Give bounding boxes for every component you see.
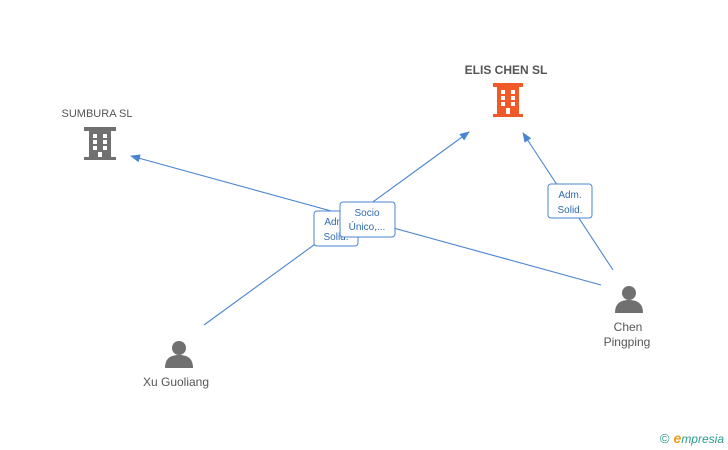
relation-label-line1: Adm. [558,190,581,201]
company-name-elis-chen: ELIS CHEN SL [465,63,548,77]
company-name-sumbura: SUMBURA SL [62,108,133,120]
copyright-symbol: © [659,431,670,446]
relation-label-line2: Único,... [349,220,386,233]
relation-label-line2: Solid. [323,232,348,243]
person-name-chen-line2: Pingping [604,335,651,349]
building-icon [84,127,116,160]
relation-label-line2: Solid. [557,205,582,216]
relation-label-line1: Socio [354,208,379,219]
company-node-elis-chen[interactable]: ELIS CHEN SL [465,63,548,117]
person-node-chen-pingping[interactable]: Chen Pingping [604,286,651,349]
empresia-watermark: ©empresia [660,430,724,446]
person-name-chen-line1: Chen [614,320,643,334]
building-icon [493,83,523,117]
relation-label-adm-solid-chen[interactable]: Adm. Solid. [547,183,593,219]
person-icon [615,286,643,313]
empresia-logo-initial: e [673,430,682,446]
empresia-logo-text: mpresia [681,432,724,446]
company-node-sumbura[interactable]: SUMBURA SL [62,108,133,160]
person-node-xu-guoliang[interactable]: Xu Guoliang [143,341,209,389]
person-name-xu-guoliang: Xu Guoliang [143,375,209,389]
relation-label-socio-unico[interactable]: Socio Único,... [339,201,396,238]
person-icon [165,341,193,368]
relation-label-line1: Adm. [324,217,347,228]
